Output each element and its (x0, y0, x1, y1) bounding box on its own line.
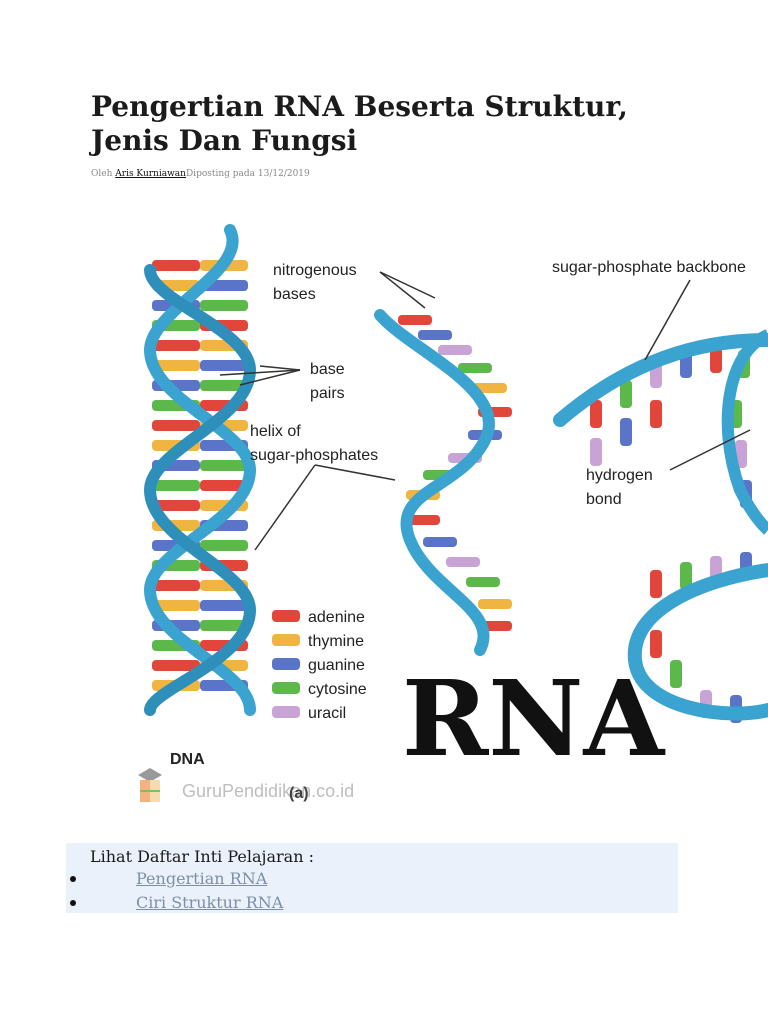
figure-illustration: nitrogenous bases base pairs helix of su… (138, 224, 768, 802)
legend-label: uracil (308, 705, 346, 722)
base-pair-right (200, 300, 248, 311)
base-pair-left (152, 480, 200, 491)
toc-box: Lihat Daftar Inti Pelajaran : Pengertian… (66, 843, 678, 913)
rna-base (466, 577, 500, 587)
base-pair-right (200, 460, 248, 471)
base-pair-left (152, 500, 200, 511)
label-panel-a: (a) (289, 785, 309, 802)
base-pair-right (200, 380, 248, 391)
watermark: GuruPendidikan.co.id (a) (138, 768, 354, 802)
base-pair-left (152, 340, 200, 351)
posted-date: Diposting pada 13/12/2019 (185, 169, 310, 179)
base-legend: adenine thymine guanine cytosine uracil (272, 609, 367, 722)
right-base (590, 400, 602, 428)
rna-base (478, 599, 512, 609)
right-base (590, 438, 602, 466)
right-strand-top (553, 333, 768, 427)
legend-swatch (272, 634, 300, 646)
rna-base (418, 330, 452, 340)
label-sugar-phosphates: sugar-phosphates (250, 447, 378, 464)
label-pairs: pairs (310, 385, 345, 402)
right-strand-bottom (627, 563, 768, 721)
rna-base (438, 345, 472, 355)
rna-strand (374, 309, 495, 656)
label-dna: DNA (170, 751, 205, 768)
article-title: Pengertian RNA Beserta Struktur, Jenis D… (91, 90, 628, 157)
base-pair-left (152, 420, 200, 431)
label-bases: bases (273, 286, 316, 303)
legend-label: guanine (308, 657, 365, 674)
base-pair-left (152, 660, 200, 671)
right-base (670, 660, 682, 688)
legend-label: thymine (308, 633, 364, 650)
right-base (620, 380, 632, 408)
base-pair-left (152, 580, 200, 591)
right-base (735, 440, 747, 468)
list-item: Ciri Struktur RNA (66, 893, 678, 915)
right-base (650, 630, 662, 658)
watermark-text: GuruPendidikan.co.id (182, 781, 354, 801)
list-item: Pengertian RNA (66, 869, 678, 891)
byline-prefix: Oleh (91, 169, 113, 179)
rna-base (406, 515, 440, 525)
base-pair-left (152, 360, 200, 371)
base-pair-left (152, 260, 200, 271)
legend-swatch (272, 610, 300, 622)
label-backbone: sugar-phosphate backbone (552, 259, 746, 276)
legend-swatch (272, 682, 300, 694)
label-helix-of: helix of (250, 423, 301, 440)
right-base (680, 562, 692, 590)
label-hydrogen: hydrogen (586, 467, 653, 484)
rna-dna-figure: nitrogenous bases base pairs helix of su… (90, 190, 768, 830)
bullet-icon (70, 876, 76, 882)
right-strand-loop (721, 329, 768, 535)
toc-link-pengertian-rna[interactable]: Pengertian RNA (136, 869, 268, 888)
label-nitrogenous: nitrogenous (273, 262, 357, 279)
bullet-icon (70, 900, 76, 906)
dna-strand-2 (143, 264, 257, 716)
label-rna-large: RNA (402, 657, 665, 780)
rna-base (423, 537, 457, 547)
byline: Oleh Aris KurniawanDiposting pada 13/12/… (91, 169, 310, 179)
cap-icon (138, 768, 162, 782)
legend-swatch (272, 706, 300, 718)
label-base: base (310, 361, 345, 378)
rna-base (473, 383, 507, 393)
legend-label: cytosine (308, 681, 367, 698)
right-base (650, 570, 662, 598)
label-bond: bond (586, 491, 622, 508)
toc-heading: Lihat Daftar Inti Pelajaran : (90, 847, 314, 866)
legend-swatch (272, 658, 300, 670)
dna-strand-1 (143, 224, 257, 716)
base-pair-right (200, 600, 248, 611)
rna-base (446, 557, 480, 567)
base-pair-right (200, 540, 248, 551)
base-pair-right (200, 480, 248, 491)
legend-label: adenine (308, 609, 365, 626)
right-base (620, 418, 632, 446)
base-pair-left (152, 600, 200, 611)
right-base (650, 400, 662, 428)
rna-base (398, 315, 432, 325)
base-pair-right (200, 620, 248, 631)
rna-base (458, 363, 492, 373)
base-pair-right (200, 360, 248, 371)
toc-link-ciri-struktur-rna[interactable]: Ciri Struktur RNA (136, 893, 284, 912)
right-base (710, 345, 722, 373)
author-link[interactable]: Aris Kurniawan (115, 169, 186, 179)
